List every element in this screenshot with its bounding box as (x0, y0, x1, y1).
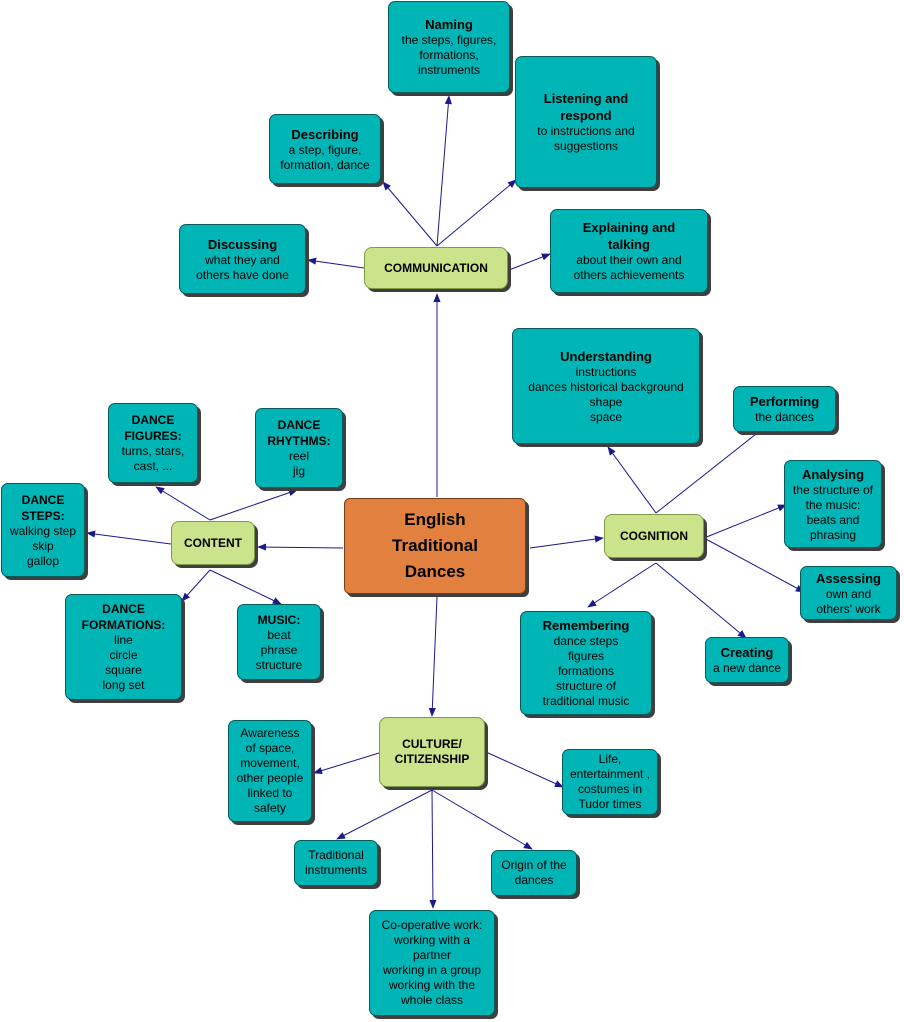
node-explaining[interactable]: Explaining and talking about their own a… (550, 209, 708, 293)
node-listening-title: Listening and respond (543, 91, 629, 123)
connector-arrow-communication-4 (436, 95, 452, 247)
node-assessing[interactable]: Assessing own and others' work (800, 566, 897, 620)
node-describing-text: a step, figure, formation, dance (280, 142, 370, 172)
center-title: English Traditional Dances (392, 510, 478, 581)
node-dance-formations[interactable]: DANCE FORMATIONS: line circle square lon… (65, 594, 182, 700)
connector-arrow-culture-22 (336, 789, 433, 840)
node-listening-text: to instructions and suggestions (537, 124, 635, 153)
connector-arrow-communication-6 (382, 181, 438, 247)
node-naming-text: the steps, figures, formations, instrume… (401, 33, 497, 77)
connector-arrow-culture-23 (431, 789, 533, 850)
connector-arrow-center-2 (529, 535, 604, 549)
center-node[interactable]: English Traditional Dances (344, 498, 526, 594)
connector-arrow-cognition-18 (655, 562, 747, 639)
connector-arrow-content-11 (86, 530, 172, 545)
node-dance-steps-title: DANCE STEPS: (21, 492, 65, 523)
node-dance-steps-text: walking step skip gallop (9, 523, 77, 568)
hub-culture-label: CULTURE/ CITIZENSHIP (394, 737, 470, 766)
node-instruments-text: Traditional instruments (304, 848, 368, 877)
connector-arrow-cognition-15 (655, 418, 776, 514)
connector-arrow-content-12 (181, 569, 211, 602)
node-dance-figures[interactable]: DANCE FIGURES: turns, stars, cast, ... (108, 403, 198, 483)
connector-arrow-cognition-14 (607, 446, 657, 514)
node-remembering[interactable]: Remembering dance steps figures formatio… (520, 611, 652, 715)
connector-arrow-content-10 (209, 489, 298, 521)
node-awareness[interactable]: Awareness of space, movement, other peop… (228, 720, 312, 822)
connector-arrow-culture-21 (485, 751, 564, 788)
node-explaining-title: Explaining and talking (582, 220, 676, 252)
node-cooperative[interactable]: Co-operative work: working with a partne… (369, 910, 495, 1016)
node-origin[interactable]: Origin of the dances (491, 850, 577, 896)
node-describing-title: Describing (291, 126, 359, 142)
hub-content[interactable]: CONTENT (171, 521, 255, 565)
node-dance-figures-text: turns, stars, cast, ... (121, 444, 185, 473)
node-explaining-text: about their own and others achievements (573, 253, 685, 282)
node-analysing[interactable]: Analysing the structure of the music: be… (784, 460, 882, 548)
node-discussing-text: what they and others have done (196, 252, 289, 282)
hub-culture[interactable]: CULTURE/ CITIZENSHIP (379, 717, 485, 787)
hub-cognition[interactable]: COGNITION (604, 514, 704, 558)
connector-arrow-content-9 (155, 486, 211, 521)
hub-communication-label: COMMUNICATION (384, 261, 488, 275)
node-performing-text: the dances (755, 410, 814, 424)
connector-arrow-center-3 (428, 596, 438, 717)
node-creating[interactable]: Creating a new dance (705, 637, 789, 683)
node-cooperative-text: Co-operative work: working with a partne… (381, 918, 483, 1007)
connector-arrow-culture-24 (429, 789, 437, 909)
node-music-text: beat phrase structure (255, 627, 303, 672)
node-dance-rhythms[interactable]: DANCE RHYTHMS: reel jig (255, 408, 343, 488)
node-describing[interactable]: Describing a step, figure, formation, da… (269, 114, 381, 184)
node-analysing-text: the structure of the music: beats and ph… (792, 482, 874, 542)
node-music[interactable]: MUSIC: beat phrase structure (237, 604, 321, 680)
node-discussing-title: Discussing (207, 236, 278, 252)
connector-arrow-cognition-16 (703, 504, 787, 539)
node-creating-title: Creating (720, 645, 774, 660)
node-life-text: Life, entertainment , costumes in Tudor … (569, 752, 651, 811)
node-naming-title: Naming (425, 17, 473, 32)
node-assessing-title: Assessing (815, 570, 882, 586)
connector-arrow-content-13 (209, 569, 282, 605)
connector-arrow-center-1 (257, 543, 344, 551)
node-naming[interactable]: Naming the steps, figures, formations, i… (388, 1, 510, 93)
node-dance-rhythms-title: DANCE RHYTHMS: (267, 418, 331, 448)
node-origin-text: Origin of the dances (501, 858, 567, 887)
connector-arrow-communication-5 (436, 179, 517, 247)
node-dance-rhythms-text: reel jig (288, 449, 309, 478)
node-remembering-title: Remembering (542, 618, 630, 633)
node-music-title: MUSIC: (257, 612, 301, 627)
node-awareness-text: Awareness of space, movement, other peop… (236, 726, 304, 815)
node-dance-formations-text: line circle square long set (102, 633, 145, 692)
node-dance-formations-title: DANCE FORMATIONS: (81, 602, 166, 632)
node-understanding-text: instructions dances historical backgroun… (528, 364, 684, 424)
node-discussing[interactable]: Discussing what they and others have don… (179, 224, 306, 294)
node-performing-title: Performing (749, 394, 820, 409)
node-listening[interactable]: Listening and respond to instructions an… (515, 56, 657, 188)
node-analysing-title: Analysing (801, 466, 865, 482)
node-understanding[interactable]: Understanding instructions dances histor… (512, 328, 700, 444)
node-instruments[interactable]: Traditional instruments (294, 840, 378, 886)
connector-arrow-communication-8 (508, 253, 551, 271)
connector-arrow-culture-20 (313, 752, 380, 775)
node-assessing-text: own and others' work (816, 586, 881, 616)
connector-arrow-communication-7 (307, 257, 365, 269)
node-remembering-text: dance steps figures formations structure… (542, 634, 630, 708)
node-performing[interactable]: Performing the dances (733, 386, 836, 432)
hub-cognition-label: COGNITION (620, 529, 688, 543)
connector-arrow-cognition-17 (703, 537, 805, 593)
node-life[interactable]: Life, entertainment , costumes in Tudor … (562, 749, 658, 815)
node-dance-steps[interactable]: DANCE STEPS: walking step skip gallop (1, 483, 85, 577)
hub-communication[interactable]: COMMUNICATION (364, 247, 508, 289)
connector-arrow-cognition-19 (587, 562, 657, 608)
node-creating-text: a new dance (712, 661, 782, 675)
node-dance-figures-title: DANCE FIGURES: (124, 413, 182, 443)
node-understanding-title: Understanding (560, 348, 652, 364)
hub-content-label: CONTENT (184, 536, 242, 550)
